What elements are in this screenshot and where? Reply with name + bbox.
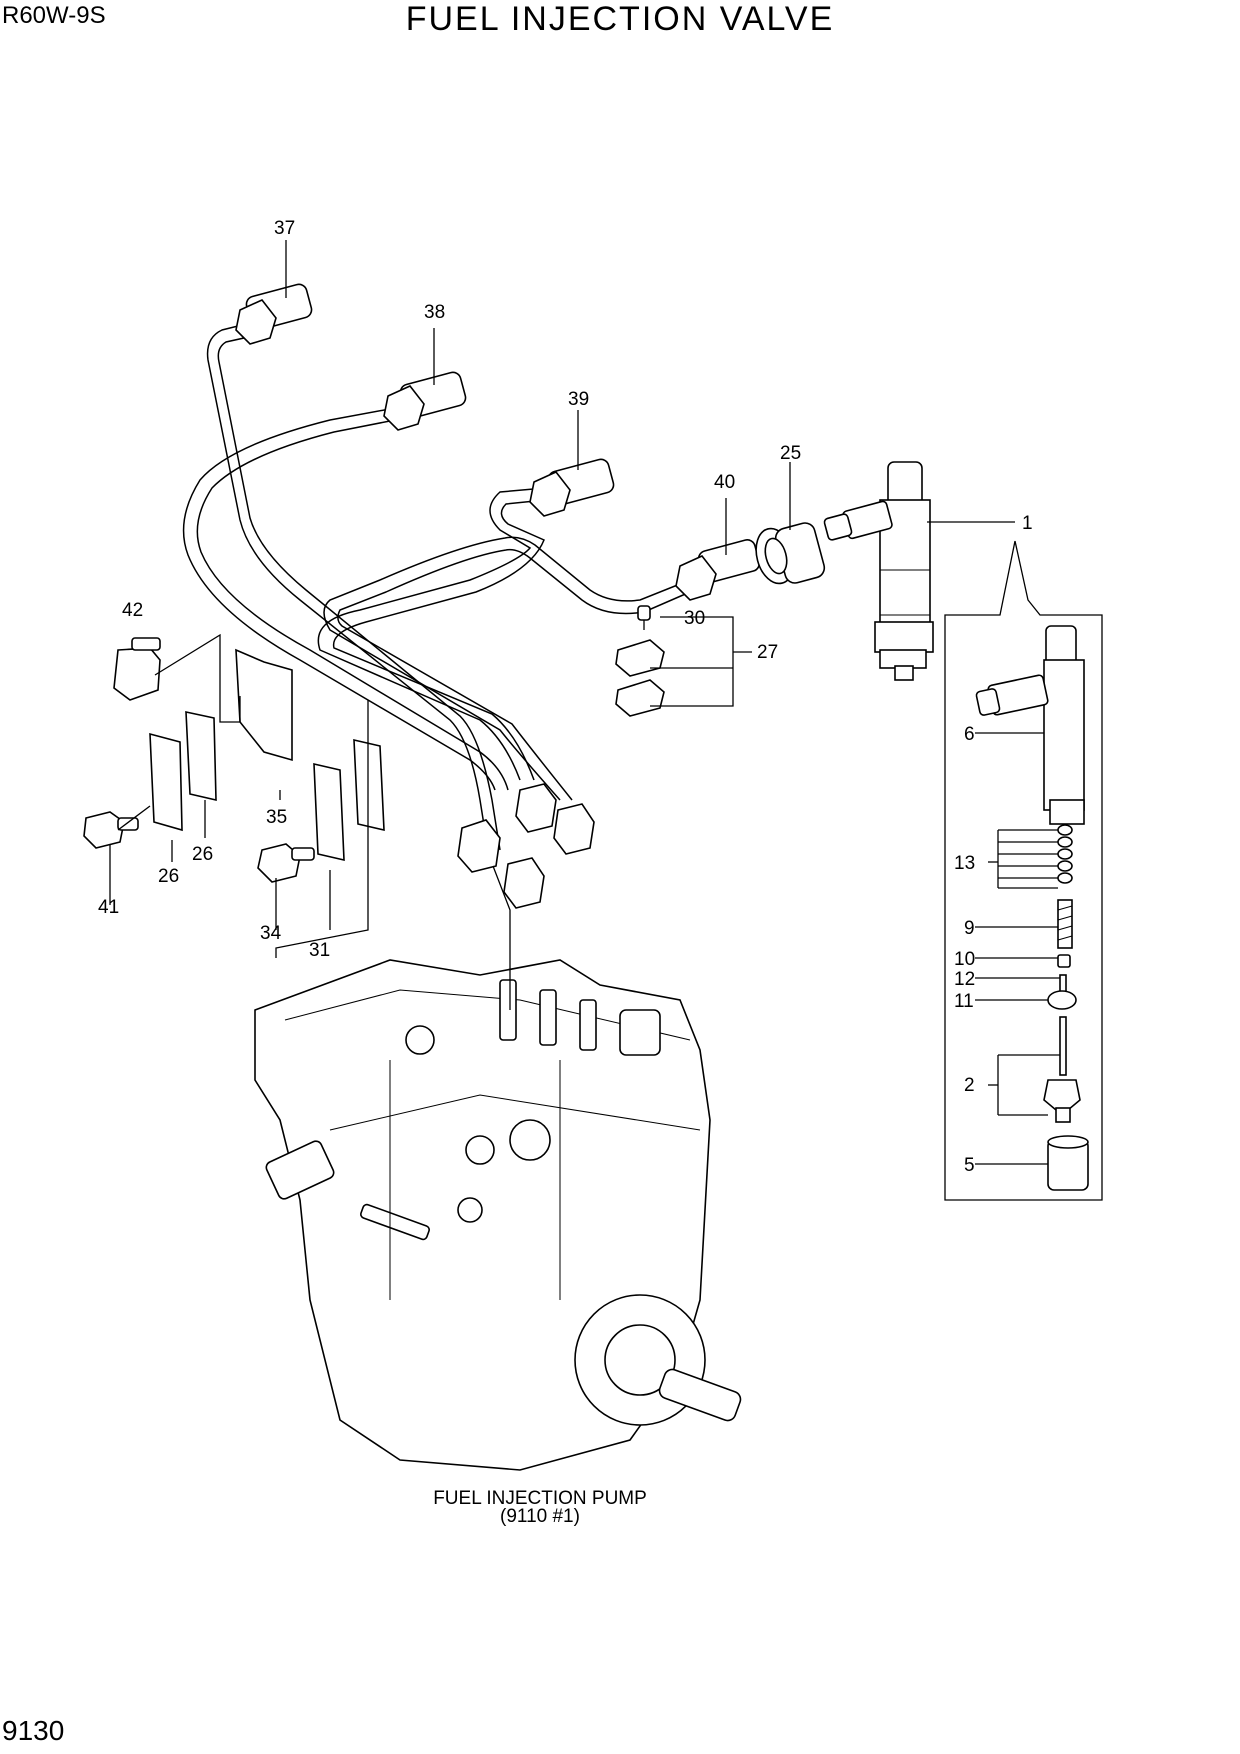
brackets-and-bolts — [83, 637, 385, 883]
callout-26-upper: 26 — [192, 844, 213, 865]
callout-labels: 1 2 5 6 9 10 11 12 13 25 26 26 27 30 31 … — [98, 218, 1033, 1176]
clamps-27 — [615, 605, 665, 717]
callout-38: 38 — [424, 302, 445, 323]
callout-6: 6 — [964, 724, 975, 745]
part-1-injector — [823, 461, 934, 681]
pipe-end-nuts — [457, 783, 595, 909]
callout-39: 39 — [568, 389, 589, 410]
callout-40: 40 — [714, 472, 735, 493]
callout-35: 35 — [266, 807, 287, 828]
callout-5: 5 — [964, 1155, 975, 1176]
pump-caption-ref: (9110 #1) — [500, 1506, 580, 1527]
callout-30: 30 — [684, 608, 705, 629]
callout-10: 10 — [954, 949, 975, 970]
page-number: 9130 — [2, 1715, 65, 1746]
callout-41: 41 — [98, 897, 119, 918]
pipe-top-fittings — [235, 283, 761, 601]
callout-1: 1 — [1022, 513, 1033, 534]
callout-13: 13 — [954, 853, 975, 874]
nozzle-detail-box — [944, 540, 1103, 1201]
callout-37: 37 — [274, 218, 295, 239]
model-code: R60W-9S — [2, 2, 106, 29]
callout-11: 11 — [954, 991, 974, 1012]
callout-42: 42 — [122, 600, 143, 621]
pump-caption: FUEL INJECTION PUMP (9110 #1) — [390, 1488, 690, 1527]
callout-34: 34 — [260, 923, 282, 944]
page-title: FUEL INJECTION VALVE — [405, 0, 835, 38]
leader-lines — [109, 240, 1060, 1165]
callout-26-lower: 26 — [158, 866, 179, 887]
callout-9: 9 — [964, 918, 975, 939]
part-25-sleeve — [755, 522, 826, 585]
pump-caption-name: FUEL INJECTION PUMP — [433, 1488, 647, 1509]
callout-25: 25 — [780, 443, 801, 464]
callout-2: 2 — [964, 1075, 975, 1096]
callout-31: 31 — [309, 940, 330, 961]
callout-12: 12 — [954, 969, 975, 990]
callout-27: 27 — [757, 642, 778, 663]
fuel-injection-pump — [254, 959, 742, 1471]
injection-pipes — [182, 319, 691, 851]
